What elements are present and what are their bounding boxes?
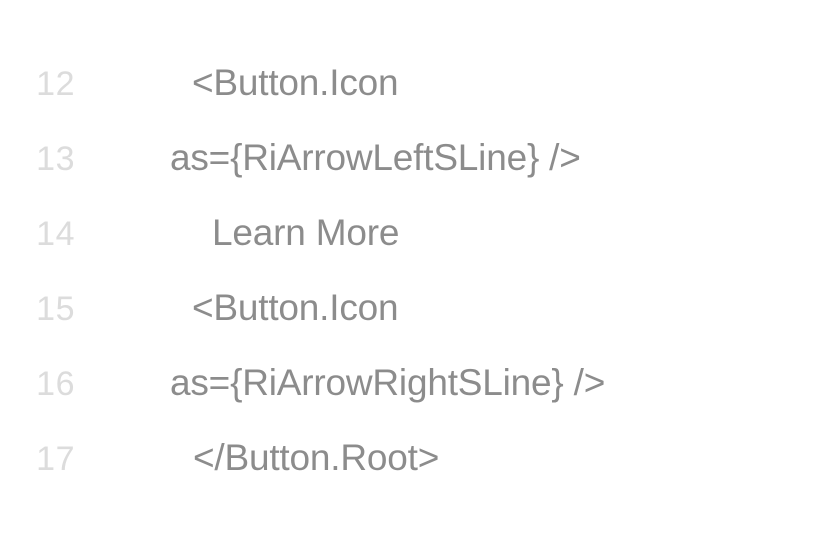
line-number: 14 xyxy=(36,215,75,253)
code-line[interactable]: 16 as={RiArrowRightSLine} /> xyxy=(0,345,840,420)
line-number: 17 xyxy=(36,440,75,478)
line-number: 12 xyxy=(36,65,75,103)
code-line[interactable]: 15 <Button.Icon xyxy=(0,270,840,345)
line-number: 13 xyxy=(36,140,75,178)
line-content: </Button.Root> xyxy=(193,437,440,478)
line-number: 16 xyxy=(36,365,75,403)
line-content: as={RiArrowLeftSLine} /> xyxy=(170,137,581,178)
line-content: <Button.Icon xyxy=(192,62,399,103)
line-content: as={RiArrowRightSLine} /> xyxy=(170,362,606,403)
code-line[interactable]: 12 <Button.Icon xyxy=(0,45,840,120)
code-line[interactable]: 14 Learn More xyxy=(0,195,840,270)
line-content: Learn More xyxy=(212,212,400,253)
code-line[interactable]: 17 </Button.Root> xyxy=(0,420,840,495)
code-line[interactable]: 13 as={RiArrowLeftSLine} /> xyxy=(0,120,840,195)
line-number: 15 xyxy=(36,290,75,328)
line-content: <Button.Icon xyxy=(192,287,399,328)
